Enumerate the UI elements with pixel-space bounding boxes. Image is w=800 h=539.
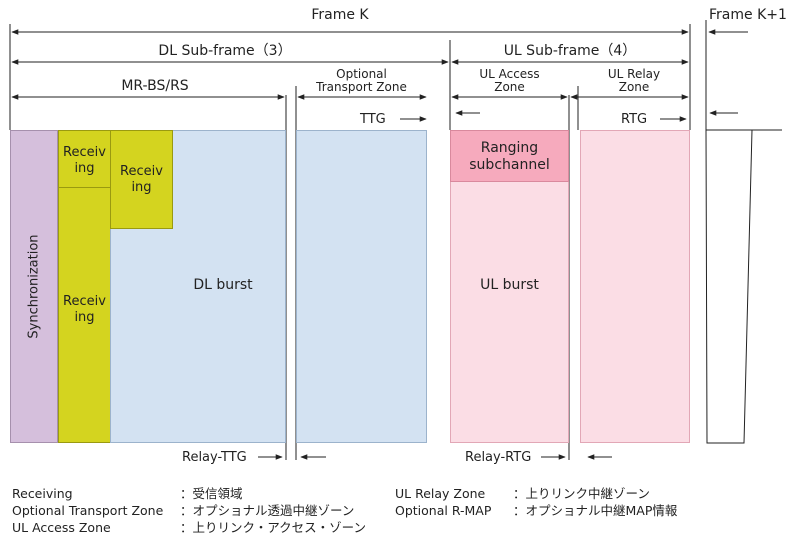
legend-desc: ：上りリンク中継ゾーン <box>513 486 650 501</box>
receiving-block-3 <box>58 187 111 443</box>
ranging-subchannel-label: Ranging subchannel <box>469 140 550 173</box>
receiving-block-1 <box>58 130 111 188</box>
legend-term: Optional Transport Zone <box>12 503 164 518</box>
ul-burst-area <box>450 130 569 443</box>
legend-term: Optional R-MAP <box>395 503 492 518</box>
legend-term: Receiving <box>12 486 73 501</box>
legend-item-ul-relay-zone: UL Relay Zone ：上りリンク中継ゾーン <box>395 485 650 502</box>
synchronization-label: Synchronization <box>26 234 42 339</box>
receiving-label-1: Receiv ing <box>63 145 106 176</box>
rtg-label: RTG <box>621 112 648 127</box>
legend-item-optional-r-map: Optional R-MAP ：オプショナル中継MAP情報 <box>395 502 677 519</box>
frame-k1-label: Frame K+1 <box>709 7 787 23</box>
synchronization-block <box>10 130 58 443</box>
receiving-label-2: Receiv ing <box>120 164 163 195</box>
receiving-label-3: Receiv ing <box>63 294 106 325</box>
ranging-subchannel-block <box>450 130 569 182</box>
ttg-label: TTG <box>360 112 386 127</box>
legend-desc: ：オプショナル中継MAP情報 <box>513 503 678 518</box>
ul-subframe-label: UL Sub-frame（4） <box>503 43 637 59</box>
dl-burst-label: DL burst <box>193 277 253 293</box>
ul-relay-zone-label: UL Relay Zone <box>607 67 661 94</box>
dl-subframe-label: DL Sub-frame（3） <box>158 43 292 59</box>
mr-bs-rs-label: MR-BS/RS <box>121 78 189 94</box>
ul-relay-zone-area <box>580 130 690 443</box>
legend-desc: ：受信領域 <box>180 486 243 501</box>
legend-desc: ：上りリンク・アクセス・ゾーン <box>180 520 367 535</box>
legend-item-receiving: Receiving ：受信領域 <box>12 485 243 502</box>
legend-term: UL Relay Zone <box>395 486 486 501</box>
ul-access-zone-label: UL Access Zone <box>479 67 540 94</box>
legend-term: UL Access Zone <box>12 520 111 535</box>
legend-desc: ：オプショナル透過中継ゾーン <box>180 503 355 518</box>
receiving-block-2 <box>110 130 173 229</box>
ul-burst-label: UL burst <box>480 277 539 293</box>
optional-transport-zone-label: Optional Transport Zone <box>316 67 407 94</box>
legend-item-optional-transport-zone: Optional Transport Zone ：オプショナル透過中継ゾーン <box>12 502 354 519</box>
transport-zone-area <box>296 130 427 443</box>
relay-rtg-label: Relay-RTG <box>465 450 532 465</box>
relay-ttg-label: Relay-TTG <box>182 450 247 465</box>
frame-k-label: Frame K <box>311 7 369 23</box>
frame-k1-ramp <box>705 129 753 444</box>
legend-item-ul-access-zone: UL Access Zone ：上りリンク・アクセス・ゾーン <box>12 519 366 536</box>
frame-structure-diagram: Synchronization Receiv ing Receiv ing Re… <box>9 7 787 465</box>
